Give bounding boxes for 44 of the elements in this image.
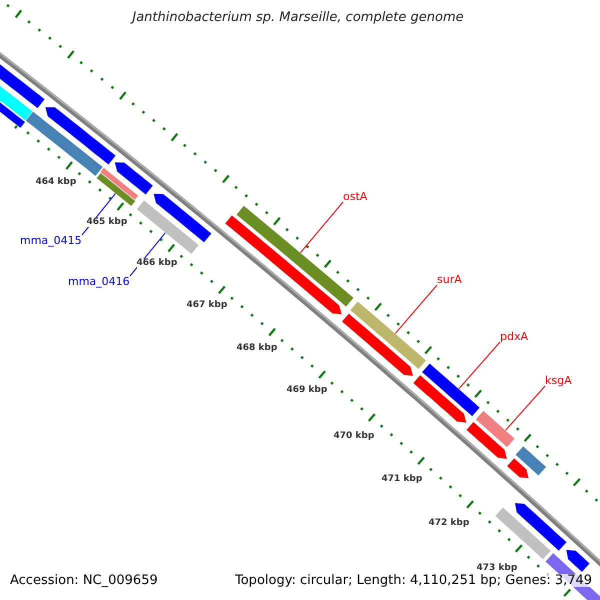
gene-feature	[466, 421, 508, 460]
tick-label: 464 kbp	[36, 178, 76, 186]
gene-feature	[136, 200, 200, 255]
gene-feature	[152, 193, 212, 244]
gene-label: ostA	[343, 191, 368, 202]
tick-label: 470 kbp	[334, 432, 374, 440]
gene-label: surA	[437, 274, 462, 285]
gene-label: mma_0416	[68, 276, 130, 287]
gene-feature	[44, 106, 116, 166]
gene-feature	[25, 110, 104, 177]
gene-label: pdxA	[500, 331, 528, 342]
gene-feature	[349, 300, 427, 370]
leader-line	[130, 232, 166, 276]
gene-feature	[96, 172, 136, 207]
tick-label: 473 kbp	[476, 564, 518, 572]
gene-feature	[341, 312, 414, 377]
gene-feature	[514, 445, 547, 476]
leader-line	[458, 342, 500, 390]
gene-label: ksgA	[545, 375, 572, 386]
gene-feature	[506, 457, 530, 479]
gene-feature	[421, 362, 481, 418]
tick-label: 469 kbp	[286, 386, 328, 394]
gene-label: mma_0415	[20, 235, 82, 246]
leader-line	[505, 386, 546, 431]
tick-label: 472 kbp	[428, 518, 470, 528]
gene-feature	[0, 62, 46, 110]
tick-label: 468 kbp	[236, 344, 278, 352]
accession-text: Accession: NC_009659	[10, 574, 158, 587]
tick-label: 467 kbp	[186, 300, 228, 310]
gene-feature	[236, 204, 354, 308]
gene-feature	[474, 410, 516, 448]
gene-feature	[494, 506, 552, 560]
gene-feature	[514, 502, 568, 552]
tick-label: 465 kbp	[86, 218, 128, 226]
leader-line	[300, 202, 344, 254]
tick-label: 466 kbp	[136, 258, 178, 268]
gene-feature	[566, 549, 590, 573]
map-title: Janthinobacterium sp. Marseille, complete genome	[129, 11, 465, 24]
gene-feature	[412, 374, 467, 424]
leader-line	[394, 284, 438, 334]
genome-stats-text: Topology: circular; Length: 4,110,251 bp; Genes: 3,749	[235, 574, 592, 587]
tick-label: 471 kbp	[382, 474, 422, 484]
gene-feature	[114, 162, 154, 196]
gene-feature	[99, 166, 140, 201]
